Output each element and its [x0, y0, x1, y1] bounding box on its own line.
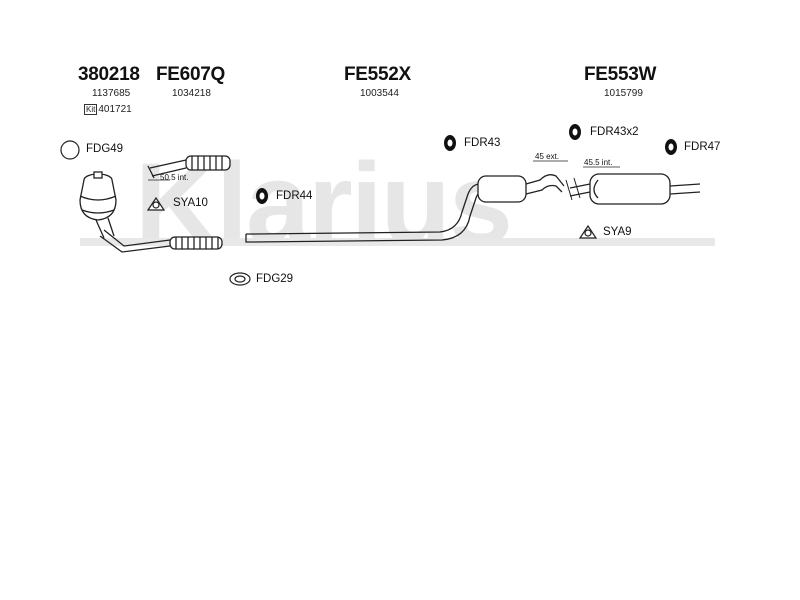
part-ref-380218: 1137685 [92, 88, 131, 99]
clamp-icon [578, 224, 598, 239]
kit-label: Kit [84, 104, 98, 115]
kit-number: 401721 [98, 104, 132, 115]
part-code-fe552x: FE552X [344, 64, 411, 85]
clamp-icon [146, 196, 166, 211]
fitting-fdr47: FDR47 [684, 141, 721, 153]
part-ref-fe553w: 1015799 [604, 88, 643, 99]
watermark-underline [80, 238, 715, 246]
middle-pipe [245, 174, 565, 243]
rubber-mount-icon [569, 124, 581, 140]
flex-section [147, 155, 231, 181]
gasket-icon [229, 272, 251, 286]
fitting-fdg29: FDG29 [256, 273, 294, 285]
catalytic-converter [79, 171, 117, 239]
dimension-45-ext: 45 ext. [535, 152, 560, 161]
fitting-fdg49: FDG49 [86, 143, 124, 155]
part-code-fe553w: FE553W [584, 64, 657, 85]
dimension-45-5-int: 45.5 int. [584, 158, 613, 167]
fitting-sya9: SYA9 [603, 226, 632, 238]
fitting-fdr43x2: FDR43x2 [590, 126, 639, 138]
part-code-fe607q: FE607Q [156, 64, 225, 85]
rubber-mount-icon [256, 188, 268, 204]
fitting-fdr44: FDR44 [276, 190, 313, 202]
fitting-sya10: SYA10 [173, 197, 208, 209]
gasket-icon [60, 140, 80, 160]
part-ref-fe607q: 1034218 [172, 88, 211, 99]
rear-silencer [565, 173, 701, 205]
rubber-mount-icon [444, 135, 456, 151]
fitting-fdr43: FDR43 [464, 137, 501, 149]
dimension-50-5-int: 50.5 int. [160, 173, 189, 182]
part-code-380218: 380218 [78, 64, 140, 85]
front-pipe [99, 229, 223, 253]
part-ref-fe552x: 1003544 [360, 88, 399, 99]
rubber-mount-icon [665, 139, 677, 155]
